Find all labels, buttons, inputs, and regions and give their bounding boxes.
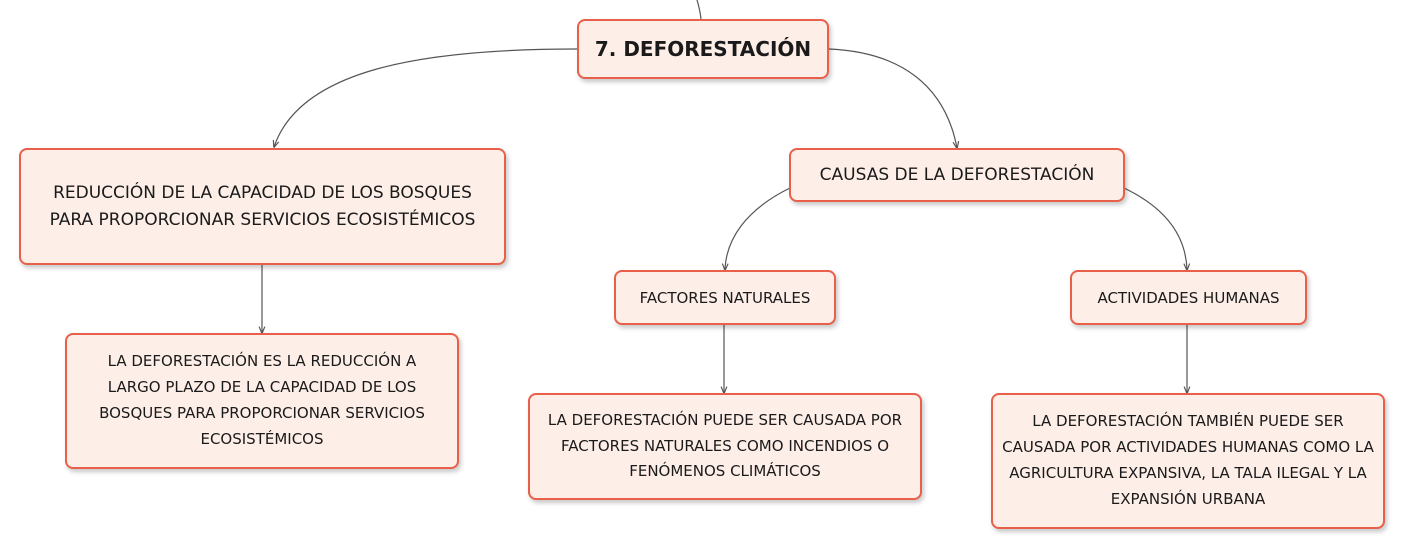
node-actividades-humanas-detalle[interactable]: LA DEFORESTACIÓN TAMBIÉN PUEDE SER CAUSA… xyxy=(991,393,1385,529)
node-reduccion-detalle[interactable]: LA DEFORESTACIÓN ES LA REDUCCIÓN A LARGO… xyxy=(65,333,459,469)
node-reduccion-detalle-label: LA DEFORESTACIÓN ES LA REDUCCIÓN A LARGO… xyxy=(99,352,425,448)
connector-root-to-reduccion xyxy=(274,48,578,147)
node-causas-label: CAUSAS DE LA DEFORESTACIÓN xyxy=(819,164,1095,185)
root-node[interactable]: 7. DEFORESTACIÓN xyxy=(577,19,829,79)
connector-root-to-causas xyxy=(828,48,957,148)
node-factores-naturales-detalle[interactable]: LA DEFORESTACIÓN PUEDE SER CAUSADA POR F… xyxy=(528,393,922,500)
node-actividades-humanas[interactable]: ACTIVIDADES HUMANAS xyxy=(1070,270,1307,325)
node-actividades-humanas-detalle-label: LA DEFORESTACIÓN TAMBIÉN PUEDE SER CAUSA… xyxy=(1002,412,1374,508)
node-reduccion-label: REDUCCIÓN DE LA CAPACIDAD DE LOS BOSQUES… xyxy=(49,183,476,230)
node-actividades-humanas-label: ACTIVIDADES HUMANAS xyxy=(1097,288,1280,307)
node-reduccion[interactable]: REDUCCIÓN DE LA CAPACIDAD DE LOS BOSQUES… xyxy=(19,148,506,265)
node-factores-naturales-detalle-label: LA DEFORESTACIÓN PUEDE SER CAUSADA POR F… xyxy=(547,410,903,481)
connector-parent-to-root xyxy=(696,0,702,20)
connector-causas-to-actividades xyxy=(1123,187,1187,270)
node-factores-naturales-label: FACTORES NATURALES xyxy=(639,288,811,307)
root-node-label: 7. DEFORESTACIÓN xyxy=(594,37,812,61)
connector-causas-to-factores xyxy=(725,187,791,270)
node-causas[interactable]: CAUSAS DE LA DEFORESTACIÓN xyxy=(789,148,1125,202)
node-factores-naturales[interactable]: FACTORES NATURALES xyxy=(614,270,836,325)
